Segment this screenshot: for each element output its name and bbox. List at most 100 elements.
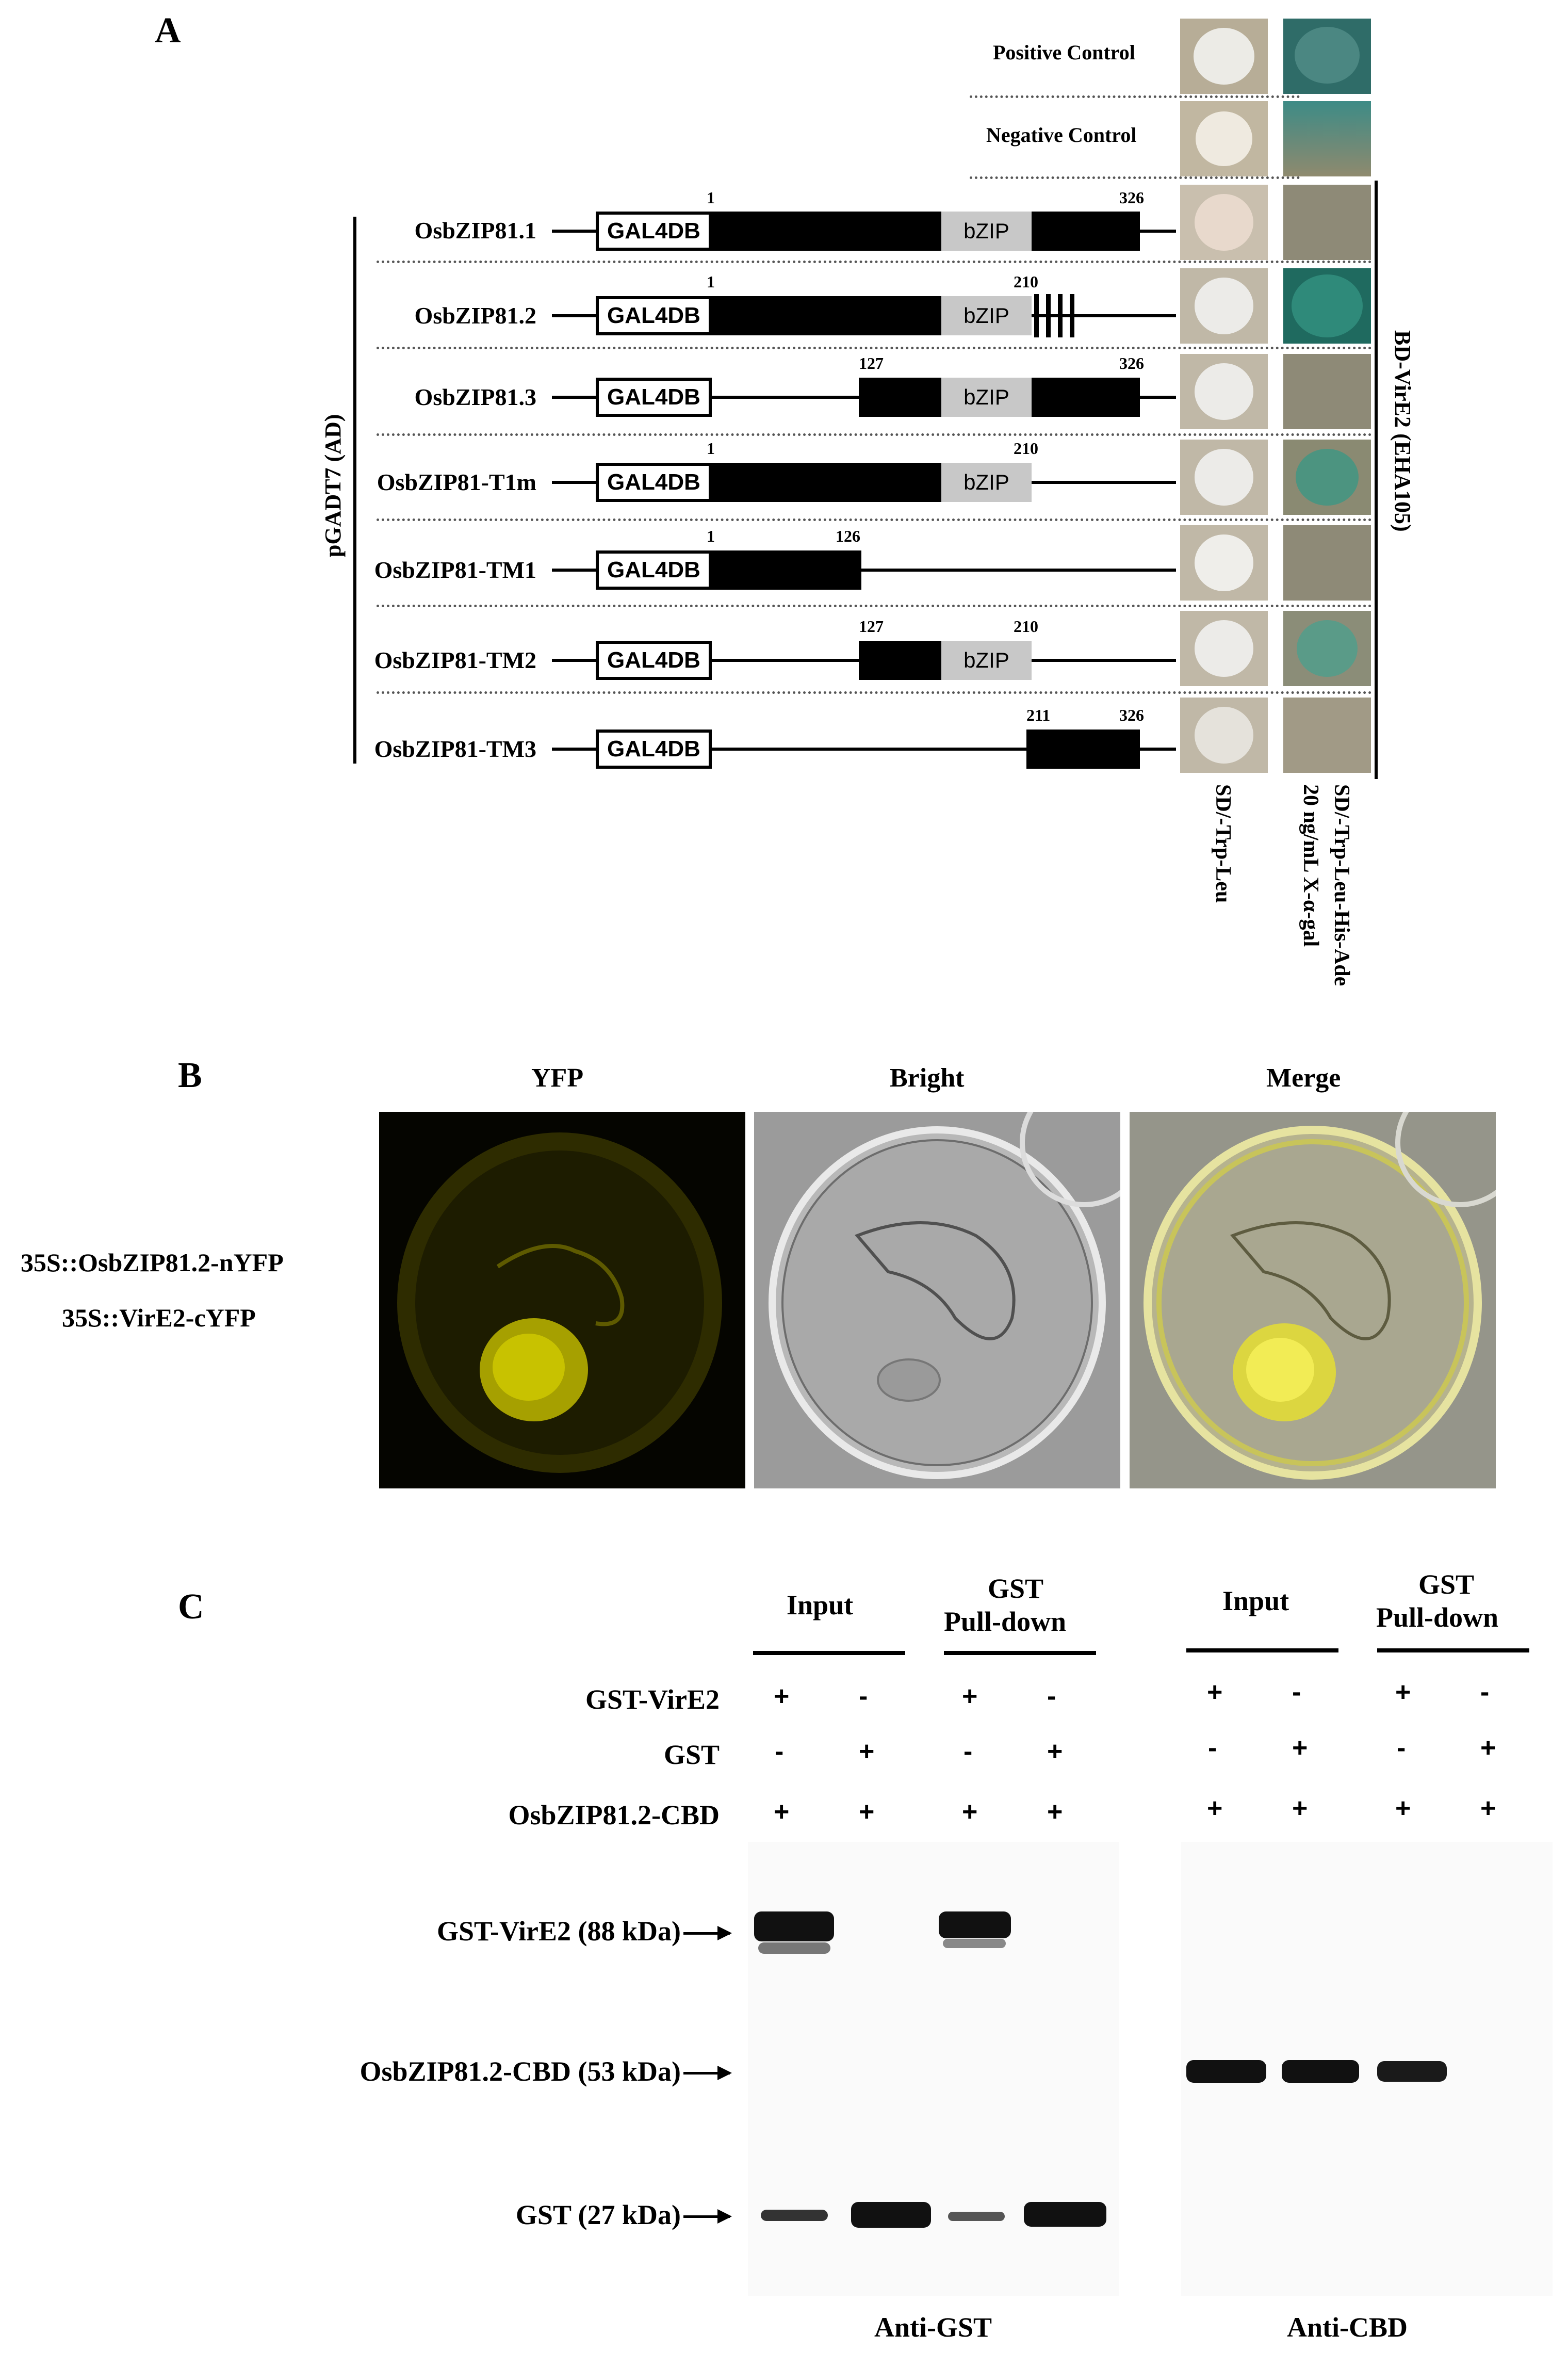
construct-label: OsbZIP81.1 xyxy=(414,217,536,244)
construct-cyfp: 35S::VirE2-cYFP xyxy=(62,1303,256,1332)
group-underline xyxy=(1186,1648,1338,1652)
gal4db-domain: GAL4DB xyxy=(596,463,712,502)
protein-block xyxy=(712,296,941,335)
band-gst xyxy=(948,2212,1005,2221)
residue-start: 1 xyxy=(707,272,715,291)
sign: + xyxy=(1292,1793,1308,1823)
sign: + xyxy=(962,1797,978,1827)
row-divider xyxy=(377,605,1372,607)
residue-start: 127 xyxy=(859,354,884,372)
residue-start: 1 xyxy=(707,527,715,545)
sign: - xyxy=(859,1681,868,1711)
sign: - xyxy=(775,1737,784,1767)
band-osbzip-cbd xyxy=(1282,2060,1359,2083)
sign: + xyxy=(859,1737,875,1767)
sign: + xyxy=(774,1681,790,1711)
band-label-gst-vire2: GST-VirE2 (88 kDa) xyxy=(436,1916,681,1947)
band-label-gst: GST (27 kDa) xyxy=(515,2199,681,2230)
merge-micrograph xyxy=(1130,1112,1496,1488)
residue-start: 127 xyxy=(859,617,884,636)
arrow-right-icon xyxy=(683,2066,732,2080)
sign: + xyxy=(962,1681,978,1711)
protein-block xyxy=(1032,212,1140,251)
row-label-gst-vire2: GST-VirE2 xyxy=(585,1684,720,1715)
row-label-osbzip-cbd: OsbZIP81.2-CBD xyxy=(508,1800,720,1830)
stop-mark xyxy=(1070,294,1074,337)
protein-block xyxy=(712,212,941,251)
row-divider xyxy=(377,347,1372,349)
colony-image xyxy=(1180,185,1268,260)
residue-start: 211 xyxy=(1026,706,1051,724)
band-gst xyxy=(851,2202,931,2228)
row-divider xyxy=(377,433,1372,436)
colony-image xyxy=(1180,268,1268,344)
panel-b-letter: B xyxy=(178,1056,202,1095)
left-bracket-line xyxy=(353,217,356,764)
column-label-xgal: 20 ng/mL X-α-gal xyxy=(1299,784,1322,947)
group-input-right: Input xyxy=(1222,1585,1289,1616)
group-pulldown-left: Pull-down xyxy=(944,1606,1067,1637)
bzip-domain: bZIP xyxy=(941,378,1032,417)
antibody-anti-cbd: Anti-CBD xyxy=(1287,2312,1408,2343)
bright-header: Bright xyxy=(890,1063,965,1093)
sign: + xyxy=(1047,1737,1063,1767)
band-gst xyxy=(1024,2202,1106,2227)
right-bracket-label: BD-VirE2 (EHA105) xyxy=(1390,330,1415,532)
plate-image xyxy=(1283,698,1371,773)
group-underline xyxy=(1377,1648,1529,1652)
residue-end: 210 xyxy=(1014,272,1038,291)
row-divider xyxy=(377,261,1372,263)
column-label-sd-trp-leu: SD/-Trp-Leu xyxy=(1211,784,1235,903)
plate-image xyxy=(1283,525,1371,601)
colony-image xyxy=(1180,525,1268,601)
protein-block xyxy=(1032,378,1140,417)
gal4db-domain: GAL4DB xyxy=(596,212,712,251)
stop-mark xyxy=(1058,294,1063,337)
sign: + xyxy=(774,1797,790,1827)
residue-start: 1 xyxy=(707,188,715,207)
construct-label: OsbZIP81-TM2 xyxy=(374,647,536,673)
residue-end: 210 xyxy=(1014,439,1038,458)
gal4db-domain: GAL4DB xyxy=(596,641,712,680)
plate-image xyxy=(1283,101,1371,176)
gal4db-domain: GAL4DB xyxy=(596,550,712,590)
row-divider xyxy=(377,518,1372,521)
residue-end: 326 xyxy=(1119,706,1144,724)
bright-micrograph xyxy=(754,1112,1120,1488)
construct-line xyxy=(552,748,1176,751)
group-gst-left: GST xyxy=(988,1573,1044,1604)
sign: + xyxy=(1292,1733,1308,1763)
gal4db-domain: GAL4DB xyxy=(596,296,712,335)
protein-block xyxy=(712,463,941,502)
antibody-anti-gst: Anti-GST xyxy=(874,2312,992,2343)
sign: + xyxy=(1047,1797,1063,1827)
sign: - xyxy=(1480,1677,1490,1707)
colony-image xyxy=(1180,354,1268,429)
protein-block xyxy=(1026,730,1140,769)
construct-label: OsbZIP81-TM3 xyxy=(374,736,536,762)
arrow-right-icon xyxy=(683,1926,732,1940)
construct-label: OsbZIP81-T1m xyxy=(377,469,536,495)
left-bracket-label: pGADT7 (AD) xyxy=(320,414,346,557)
residue-end: 326 xyxy=(1119,188,1144,207)
construct-line xyxy=(552,569,1176,572)
plate-image xyxy=(1283,440,1371,515)
yfp-micrograph xyxy=(379,1112,745,1488)
protein-block xyxy=(859,378,941,417)
group-input-left: Input xyxy=(787,1590,854,1620)
stop-mark xyxy=(1034,294,1039,337)
gal4db-domain: GAL4DB xyxy=(596,378,712,417)
column-label-qdo: SD/-Trp-Leu-His-Ade xyxy=(1330,784,1353,986)
yfp-header: YFP xyxy=(531,1063,584,1093)
panel-c-letter: C xyxy=(178,1587,204,1627)
band-gst-vire2 xyxy=(939,1911,1011,1938)
construct-nyfp: 35S::OsbZIP81.2-nYFP xyxy=(21,1248,284,1277)
sign: + xyxy=(1207,1793,1223,1823)
colony-image xyxy=(1180,698,1268,773)
sign: + xyxy=(1480,1793,1496,1823)
sign: + xyxy=(1395,1677,1411,1707)
residue-start: 1 xyxy=(707,439,715,458)
construct-label: OsbZIP81.3 xyxy=(414,384,536,410)
group-underline xyxy=(753,1651,905,1655)
plate-image xyxy=(1283,185,1371,260)
